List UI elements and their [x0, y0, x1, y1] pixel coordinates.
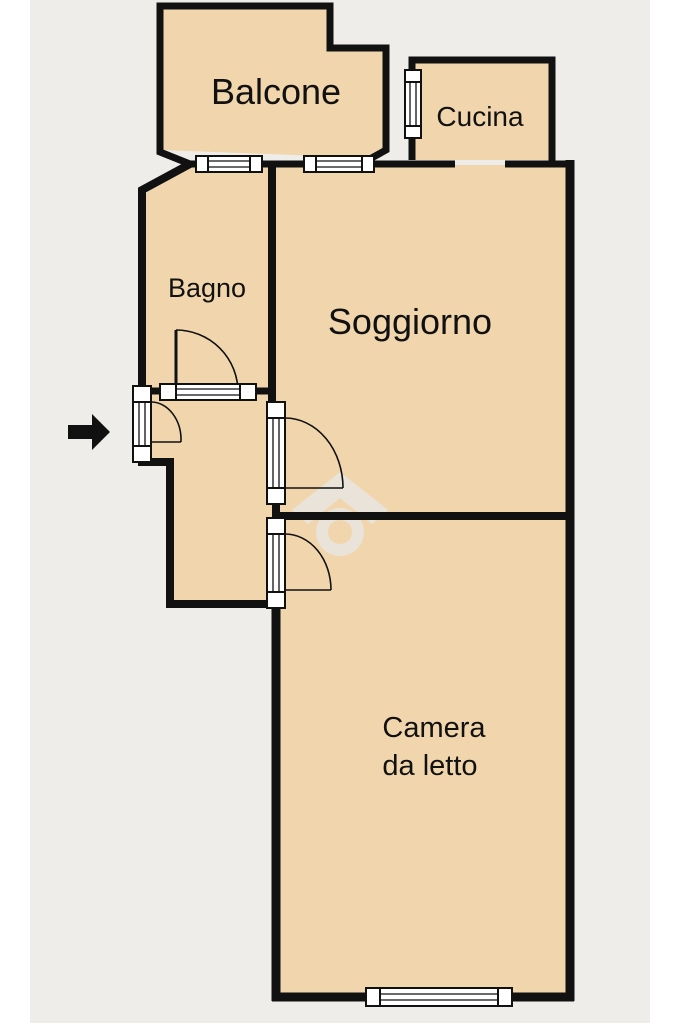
windows	[195, 69, 513, 1007]
wall-bagno-left	[138, 160, 192, 388]
door-entrance	[132, 385, 182, 463]
label-balcone: Balcone	[211, 71, 341, 112]
door-camera	[266, 517, 332, 609]
room-labels: Balcone Cucina Bagno Soggiorno Camera da…	[168, 71, 524, 782]
label-bagno: Bagno	[168, 273, 246, 303]
room-camera	[276, 518, 570, 997]
entrance-arrow-icon	[68, 414, 110, 450]
door-soggiorno	[266, 401, 344, 505]
floor-areas	[142, 8, 570, 997]
label-cucina: Cucina	[436, 101, 524, 132]
window-bagno-top	[195, 155, 263, 173]
window-cucina	[404, 69, 422, 139]
room-disimpegno	[142, 392, 276, 602]
door-bagno	[159, 329, 257, 401]
window-camera-bottom	[365, 987, 513, 1007]
room-bagno	[142, 162, 268, 392]
wall-balcone	[156, 2, 390, 168]
room-soggiorno	[276, 165, 570, 514]
label-soggiorno: Soggiorno	[328, 301, 492, 342]
label-camera-line1: Camera	[382, 712, 486, 744]
doors	[132, 329, 344, 609]
room-balcone	[162, 8, 384, 158]
window-soggiorno-top	[303, 155, 375, 173]
label-camera-line2: da letto	[382, 750, 477, 782]
room-cucina	[412, 60, 551, 160]
